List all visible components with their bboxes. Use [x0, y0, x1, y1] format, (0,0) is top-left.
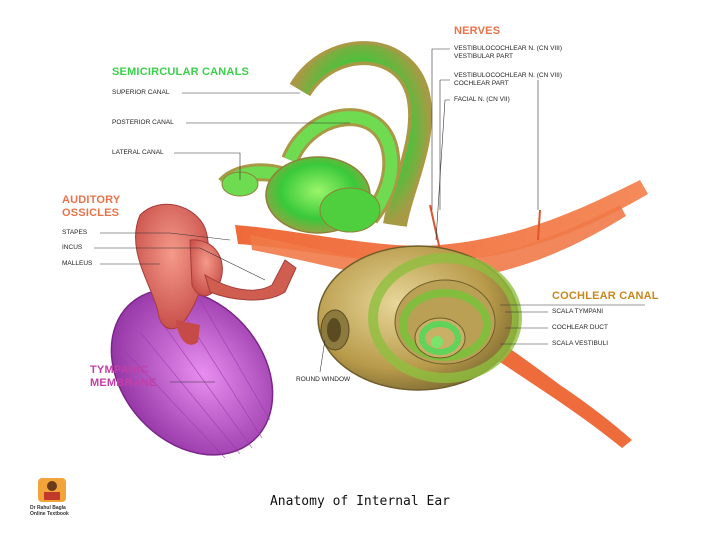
label-cochlear-nerve-line1: VESTIBULOCOCHLEAR N. (CN VIII) — [454, 72, 562, 79]
logo-text-line2: Online Textbook — [30, 511, 69, 517]
label-cochlear-nerve-line2: COCHLEAR PART — [454, 80, 509, 87]
label-scala-tympani: SCALA TYMPANI — [552, 308, 604, 315]
label-superior-canal: SUPERIOR CANAL — [112, 89, 170, 96]
cochlear-canal-heading: COCHLEAR CANAL — [552, 290, 659, 302]
auditory-ossicles-heading-line2: OSSICLES — [62, 207, 120, 219]
tympanic-membrane-heading-line2: MEMBRANE — [90, 377, 157, 389]
label-lateral-canal: LATERAL CANAL — [112, 149, 164, 156]
label-cochlear-duct: COCHLEAR DUCT — [552, 324, 608, 331]
logo-mark — [38, 478, 66, 502]
label-facial-nerve: FACIAL N. (CN VII) — [454, 96, 510, 103]
nerves-heading: NERVES — [454, 25, 501, 37]
diagram-title: Anatomy of Internal Ear — [269, 494, 450, 509]
semicircular-canals-shape — [218, 41, 433, 234]
label-round-window: ROUND WINDOW — [296, 376, 351, 383]
label-vestibular-nerve-line2: VESTIBULAR PART — [454, 53, 513, 60]
cochlea-shape — [317, 245, 522, 391]
logo-text-line1: Dr Rahul Bagla — [30, 505, 66, 511]
auditory-ossicles-heading-line1: AUDITORY — [62, 194, 121, 206]
label-vestibular-nerve-line1: VESTIBULOCOCHLEAR N. (CN VIII) — [454, 45, 562, 52]
label-malleus: MALLEUS — [62, 260, 93, 267]
tympanic-membrane-heading-line1: TYMPANIC — [90, 364, 149, 376]
label-posterior-canal: POSTERIOR CANAL — [112, 119, 174, 126]
label-incus: INCUS — [62, 244, 83, 251]
label-scala-vestibuli: SCALA VESTIBULI — [552, 340, 608, 347]
label-stapes: STAPES — [62, 229, 88, 236]
leader-lines — [94, 48, 645, 383]
semicircular-canals-heading: SEMICIRCULAR CANALS — [112, 66, 250, 78]
